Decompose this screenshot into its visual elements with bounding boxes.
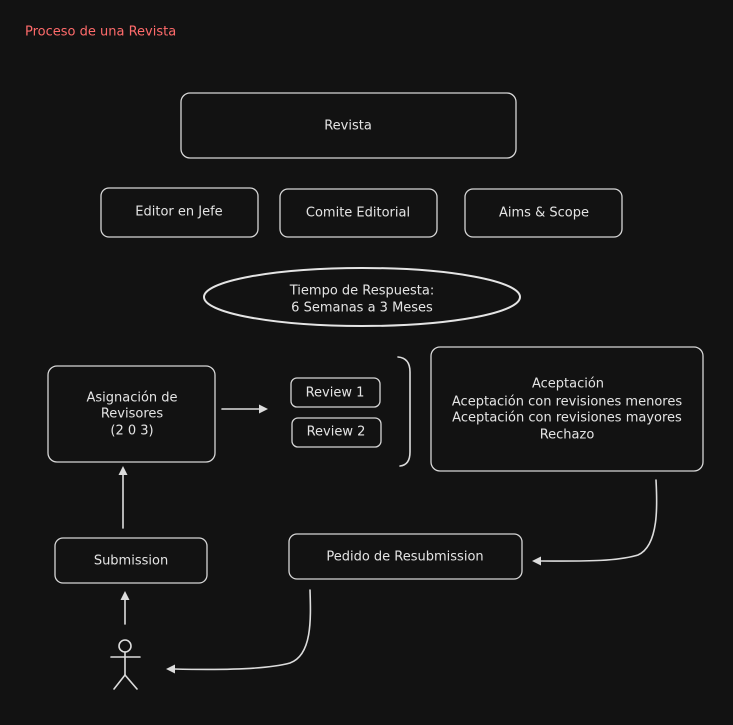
review2-box [291, 417, 382, 448]
resubmission-box [288, 533, 523, 580]
editor-box [100, 187, 259, 238]
person-left-leg [113, 674, 126, 690]
comite-label: Comite Editorial [306, 206, 410, 221]
arrow-curve [173, 589, 312, 671]
arrowhead [532, 556, 541, 566]
arrowhead [259, 404, 268, 414]
resubmission-label: Pedido de Resubmission [326, 550, 483, 565]
arrowhead [118, 466, 128, 475]
review1-label: Review 1 [306, 386, 365, 401]
arrow-resubmission-to-person [166, 589, 312, 674]
comite-node[interactable]: Comite Editorial [279, 188, 438, 238]
diagram-title: Proceso de una Revista [25, 25, 176, 40]
decision-node[interactable]: Aceptación Aceptación con revisiones men… [430, 346, 704, 472]
asignacion-box [47, 365, 216, 463]
asignacion-line-2: Revisores [101, 407, 164, 422]
arrowhead [166, 664, 175, 674]
aims-node[interactable]: Aims & Scope [464, 188, 623, 238]
person-icon [110, 639, 141, 690]
aims-label: Aims & Scope [499, 206, 589, 221]
person-head [118, 639, 132, 653]
revista-box [180, 92, 517, 159]
tiempo-node[interactable]: Tiempo de Respuesta: 6 Semanas a 3 Meses [203, 267, 521, 327]
review2-node[interactable]: Review 2 [291, 417, 382, 448]
person-right-leg [124, 674, 138, 690]
comite-box [279, 188, 438, 238]
decision-line-3: Aceptación con revisiones mayores [452, 411, 682, 426]
arrow-person-to-submission [120, 591, 130, 625]
tiempo-line-1: Tiempo de Respuesta: [289, 284, 434, 299]
arrow-decision-to-resubmission [532, 479, 658, 566]
revista-label: Revista [324, 119, 372, 134]
arrow-submission-to-asignacion [118, 466, 128, 529]
review1-node[interactable]: Review 1 [290, 377, 381, 408]
submission-label: Submission [94, 554, 168, 569]
submission-box [54, 537, 208, 584]
arrow-curve [539, 479, 658, 562]
review1-box [290, 377, 381, 408]
editor-node[interactable]: Editor en Jefe [100, 187, 259, 238]
tiempo-ellipse [203, 267, 521, 327]
decision-line-1: Aceptación [532, 377, 604, 392]
arrowhead [120, 591, 130, 600]
editor-label: Editor en Jefe [135, 205, 222, 220]
aims-box [464, 188, 623, 238]
tiempo-line-2: 6 Semanas a 3 Meses [291, 301, 433, 316]
decision-line-4: Rechazo [540, 428, 595, 443]
asignacion-line-1: Asignación de [86, 391, 177, 406]
asignacion-line-3: (2 0 3) [110, 424, 153, 439]
revista-node[interactable]: Revista [180, 92, 517, 159]
asignacion-node[interactable]: Asignación de Revisores (2 0 3) [47, 365, 216, 463]
arrow-asignacion-to-reviews [221, 404, 268, 414]
resubmission-node[interactable]: Pedido de Resubmission [288, 533, 523, 580]
decision-line-2: Aceptación con revisiones menores [452, 395, 682, 410]
decision-box [430, 346, 704, 472]
reviews-bracket [397, 356, 411, 467]
submission-node[interactable]: Submission [54, 537, 208, 584]
review2-label: Review 2 [307, 425, 366, 440]
